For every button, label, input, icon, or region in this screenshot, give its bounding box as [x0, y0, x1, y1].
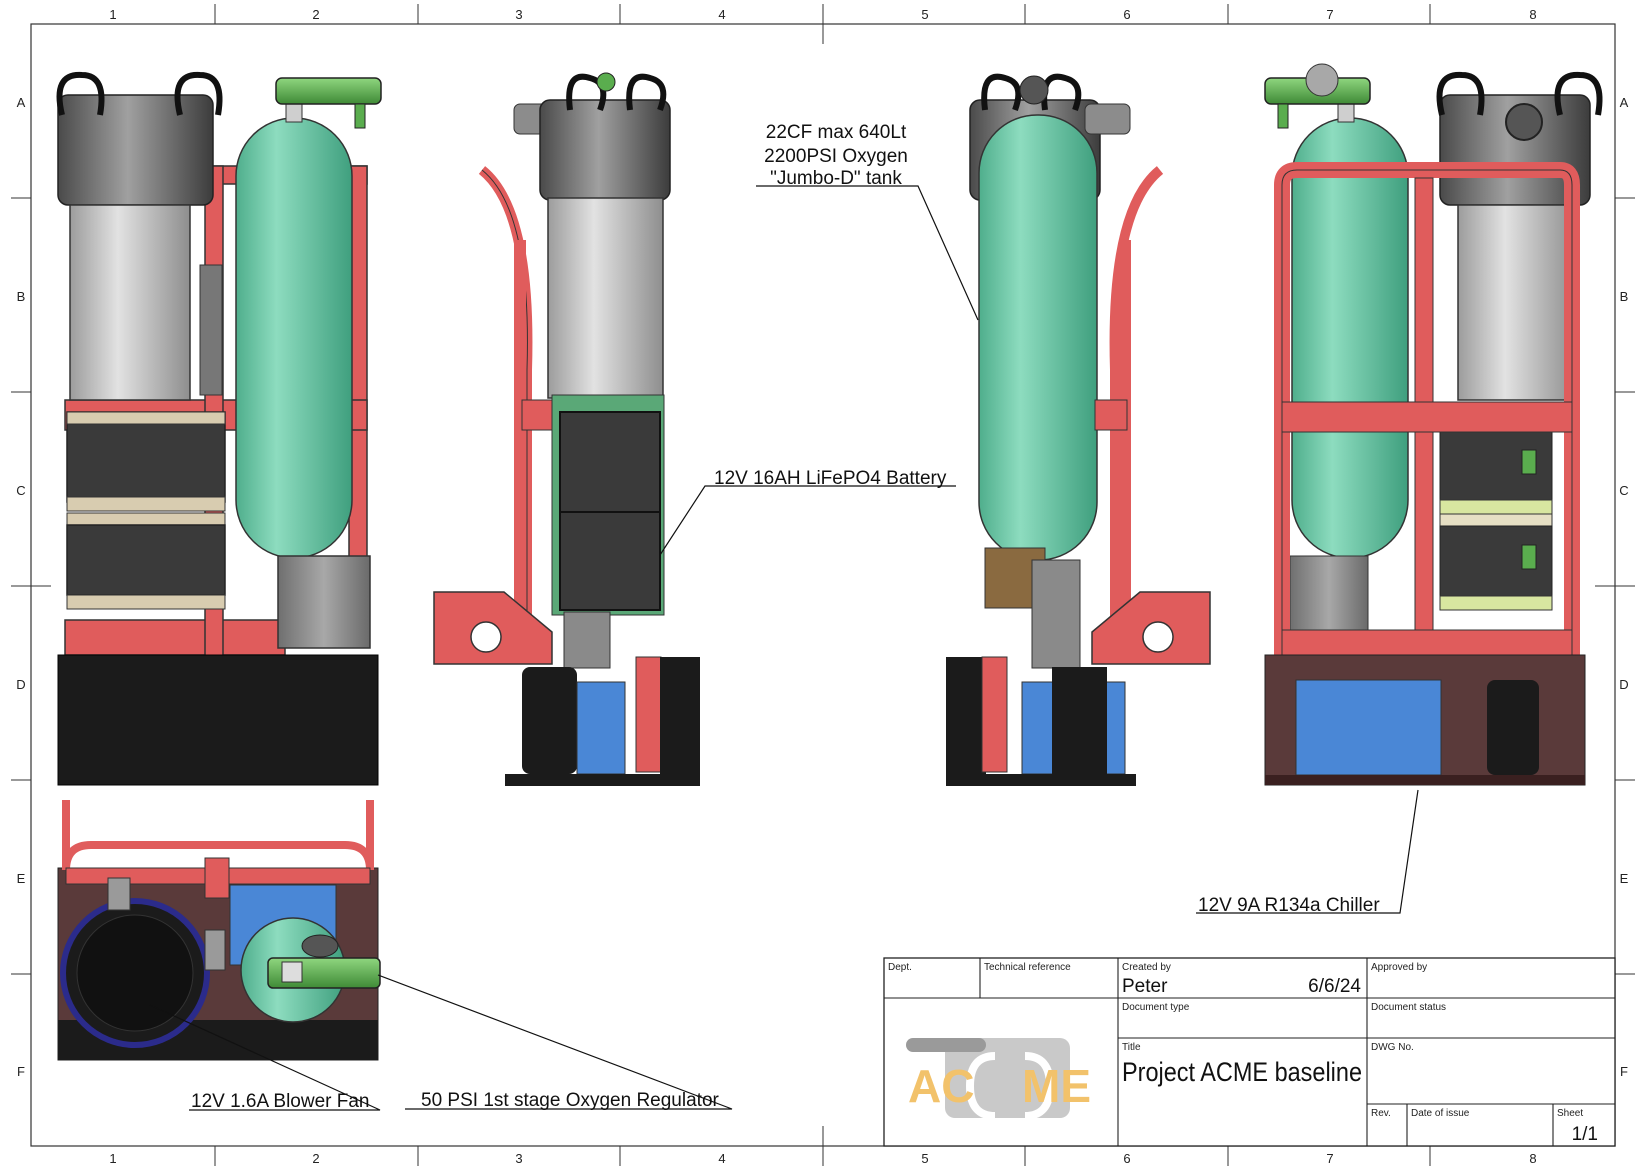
zone-col-3-bottom: 3	[515, 1151, 522, 1166]
zone-row-f-right: F	[1620, 1064, 1628, 1079]
logo-text-left: AC	[908, 1060, 974, 1112]
callout-oxygen-regulator: 50 PSI 1st stage Oxygen Regulator	[421, 1090, 720, 1111]
drawing-title: Project ACME baseline	[1122, 1057, 1362, 1087]
sheet-border: 1 2 3 4 5 6 7 8 1 2 3 4 5 6 7 8 A B C D …	[11, 4, 1635, 1166]
sheet-value: 1/1	[1572, 1124, 1598, 1145]
zone-col-2-top: 2	[312, 7, 319, 22]
zone-col-1-top: 1	[109, 7, 116, 22]
callout-tank-capacity: 22CF max 640Lt	[766, 122, 907, 143]
callout-tank-type: "Jumbo-D" tank	[770, 168, 902, 189]
zone-row-e-left: E	[17, 871, 26, 886]
created-by-label: Created by	[1122, 962, 1171, 973]
logo-text-right: ME	[1022, 1060, 1091, 1112]
approved-by-label: Approved by	[1371, 962, 1427, 973]
technical-reference-label: Technical reference	[984, 962, 1071, 973]
dwg-no-label: DWG No.	[1371, 1042, 1414, 1053]
created-date-value: 6/6/24	[1308, 976, 1361, 997]
title-block: Dept. Technical reference Created by Pet…	[883, 957, 1616, 1147]
callout-battery: 12V 16AH LiFePO4 Battery	[714, 468, 947, 489]
zone-row-c-right: C	[1619, 483, 1628, 498]
dept-label: Dept.	[888, 962, 912, 973]
zone-col-6-bottom: 6	[1123, 1151, 1130, 1166]
rear-view	[1264, 63, 1603, 786]
zone-col-8-bottom: 8	[1529, 1151, 1536, 1166]
zone-row-c-left: C	[16, 483, 25, 498]
acme-logo: AC ME	[906, 1038, 1091, 1120]
zone-col-5-top: 5	[921, 7, 928, 22]
zone-row-b-right: B	[1620, 289, 1629, 304]
zone-col-7-top: 7	[1326, 7, 1333, 22]
zone-row-e-right: E	[1620, 871, 1629, 886]
sheet-label: Sheet	[1557, 1108, 1583, 1119]
zone-col-1-bottom: 1	[109, 1151, 116, 1166]
zone-col-4-top: 4	[718, 7, 725, 22]
date-of-issue-label: Date of issue	[1411, 1108, 1470, 1119]
created-by-value: Peter	[1122, 976, 1168, 997]
zone-row-d-left: D	[16, 677, 25, 692]
callout-blower-fan: 12V 1.6A Blower Fan	[191, 1091, 370, 1112]
callout-tank-pressure: 2200PSI Oxygen	[764, 146, 908, 167]
right-side-view	[946, 73, 1211, 786]
zone-row-a-left: A	[17, 95, 26, 110]
document-status-label: Document status	[1371, 1002, 1446, 1013]
rev-label: Rev.	[1371, 1108, 1391, 1119]
zone-col-2-bottom: 2	[312, 1151, 319, 1166]
callout-chiller: 12V 9A R134a Chiller	[1198, 895, 1380, 916]
zone-row-a-right: A	[1620, 95, 1629, 110]
zone-col-3-top: 3	[515, 7, 522, 22]
zone-row-f-left: F	[17, 1064, 25, 1079]
front-view	[56, 71, 382, 786]
zone-col-7-bottom: 7	[1326, 1151, 1333, 1166]
zone-row-b-left: B	[17, 289, 26, 304]
title-label: Title	[1122, 1042, 1141, 1053]
zone-col-6-top: 6	[1123, 7, 1130, 22]
zone-col-5-bottom: 5	[921, 1151, 928, 1166]
zone-row-d-right: D	[1619, 677, 1628, 692]
zone-col-8-top: 8	[1529, 7, 1536, 22]
left-side-view	[433, 72, 700, 786]
callout-leaders	[149, 185, 1419, 1111]
document-type-label: Document type	[1122, 1002, 1190, 1013]
top-view	[57, 800, 381, 1061]
zone-col-4-bottom: 4	[718, 1151, 725, 1166]
